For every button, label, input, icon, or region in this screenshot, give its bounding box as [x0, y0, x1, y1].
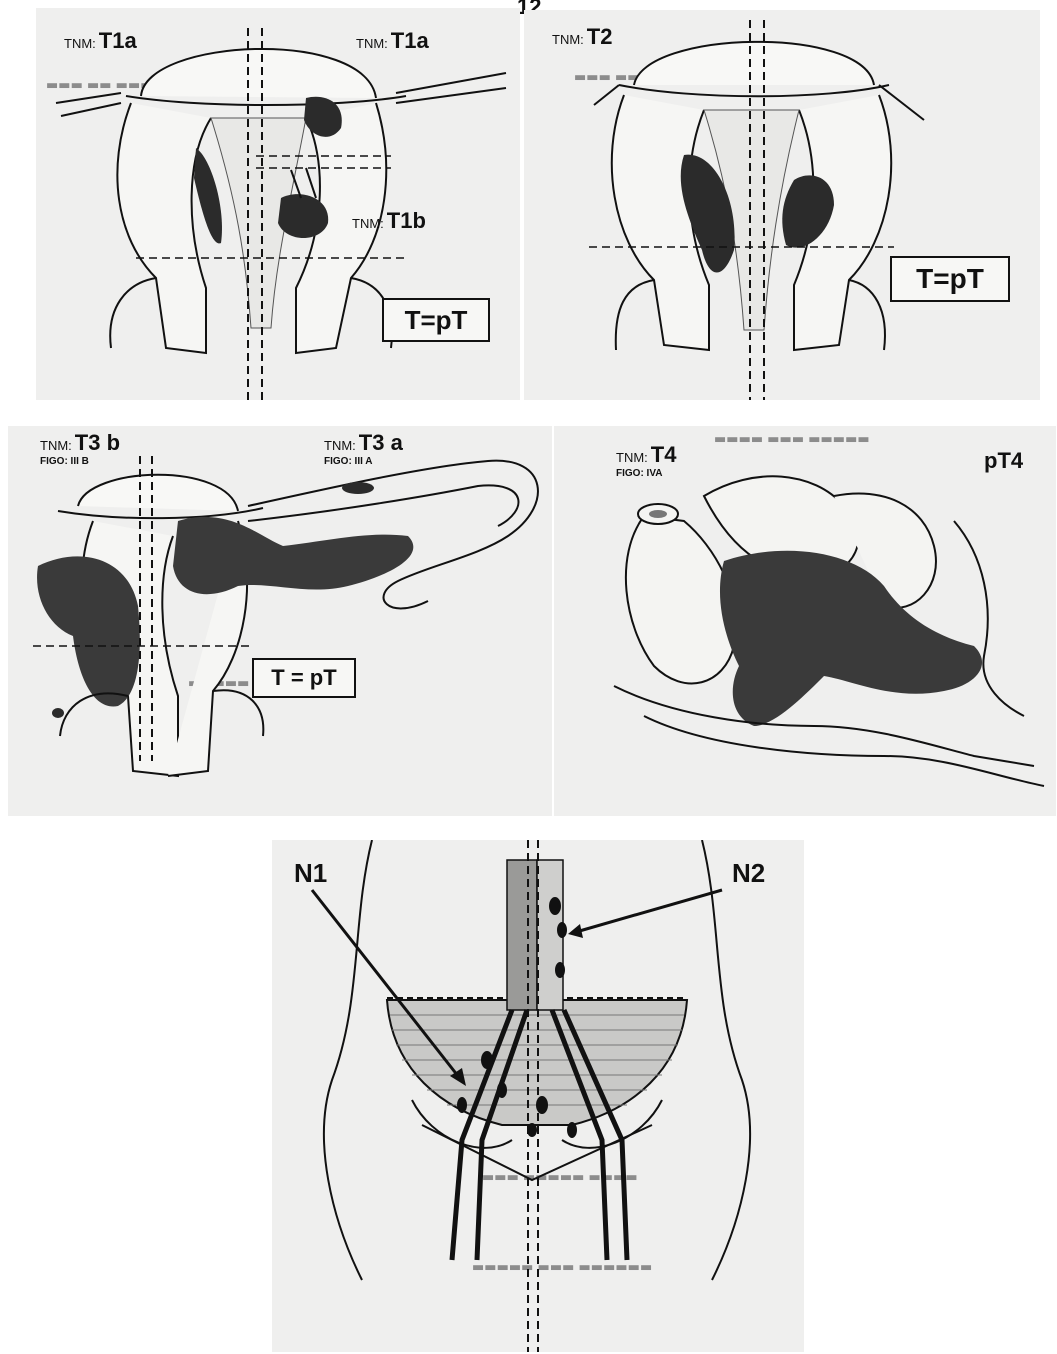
tumor-t4 [720, 551, 982, 726]
panel-t1: ▬▬▬ ▬▬ ▬▬▬▬ TNM:T1a TNM:T1a TNM:T1b T [36, 8, 520, 400]
label-t4: TNM:T4 [616, 442, 676, 468]
equation-box-t1: T=pT [382, 298, 490, 342]
label-pt4: pT4 [984, 448, 1023, 474]
panel-t3: ▬▬▬▬▬ ▬▬▬▬ ▬▬ TNM:T3 b FIGO: III B TNM:T… [8, 426, 552, 816]
label-t1b: TNM:T1b [352, 208, 426, 234]
figo-t4: FIGO: IVA [616, 468, 662, 479]
tumor-t3b [37, 556, 140, 706]
equation-box-t2: T=pT [890, 256, 1010, 302]
figo-t3a: FIGO: III A [324, 456, 373, 467]
label-t2: TNM:T2 [552, 24, 612, 50]
lymph-node-diagram [272, 840, 804, 1352]
tumor-t1a-left [194, 148, 222, 243]
figo-t3b: FIGO: III B [40, 456, 89, 467]
panel-t4: ▬▬▬▬ ▬▬▬ ▬▬▬▬▬ TNM:T4 FIGO: IVA pT4 [554, 426, 1056, 816]
label-t1a-right: TNM:T1a [356, 28, 429, 54]
label-n1: N1 [294, 858, 327, 889]
tumor-t3a [173, 517, 413, 594]
uterus-t2-diagram [524, 10, 1040, 400]
equation-box-t3: T = pT [252, 658, 356, 698]
label-n2: N2 [732, 858, 765, 889]
panel-t2: ▬▬▬ ▬▬ TNM:T2 T=pT [524, 10, 1040, 400]
pelvis-t4-diagram [554, 426, 1056, 816]
label-t1a-left: TNM:T1a [64, 28, 137, 54]
label-t3a: TNM:T3 a [324, 430, 403, 456]
uterus-t3-diagram [8, 426, 552, 816]
panel-nodes: ▬▬▬ ▬▬▬▬▬ ▬▬▬▬ ▬▬▬▬▬ ▬▬▬ ▬▬▬▬▬▬ [272, 840, 804, 1352]
label-t3b: TNM:T3 b [40, 430, 120, 456]
